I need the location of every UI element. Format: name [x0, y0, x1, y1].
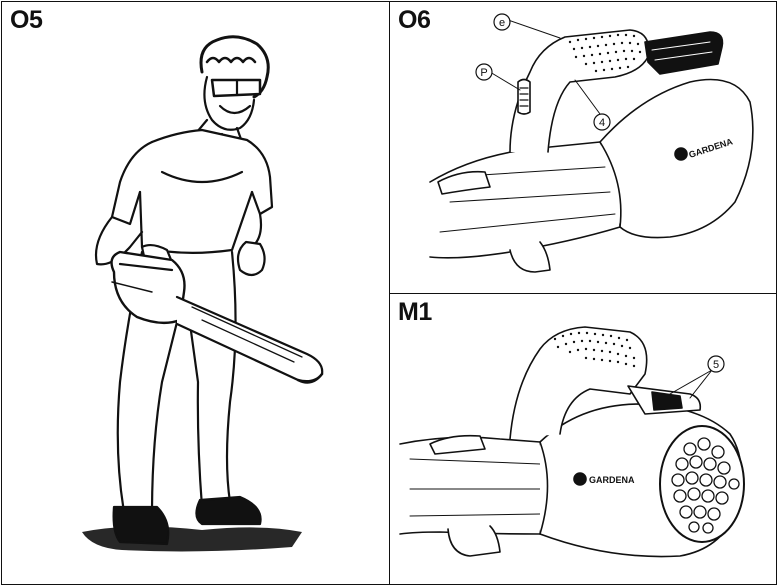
figure-m1-panel: GARDENA 5 M1	[389, 293, 777, 585]
callout-5-label: 5	[713, 359, 719, 371]
intake-closeup-illustration: GARDENA 5	[399, 326, 745, 558]
intake-grille-mesh	[671, 437, 740, 534]
grip-texture	[568, 33, 642, 73]
callout-e	[493, 13, 511, 31]
handle-closeup-illustration: GARDENA e P 4	[429, 13, 754, 273]
callout-5	[707, 355, 725, 373]
figure-o6-panel: GARDENA e P 4 O6	[389, 1, 777, 295]
callout-4-label: 4	[599, 117, 605, 129]
figure-o5-panel: O5	[1, 1, 391, 585]
brand-logo-m1: GARDENA	[589, 475, 635, 485]
figure-label-o6: O6	[398, 6, 431, 34]
callout-p	[475, 63, 493, 81]
callout-p-label: P	[480, 67, 487, 79]
operator-illustration	[82, 35, 324, 552]
figure-label-m1: M1	[398, 298, 432, 326]
callout-4	[593, 113, 611, 131]
figure-label-o5: O5	[10, 6, 43, 34]
grip-texture-m1	[553, 331, 636, 368]
callout-e-label: e	[499, 17, 505, 29]
